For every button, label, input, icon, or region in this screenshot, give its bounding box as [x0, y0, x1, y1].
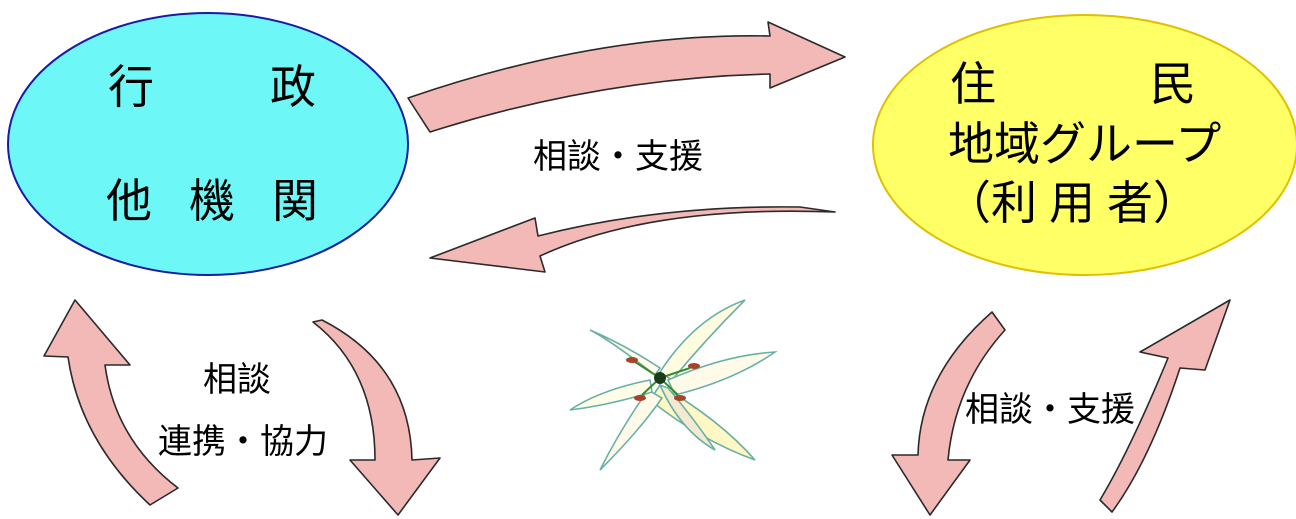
arrow-up-left: [43, 299, 179, 506]
right-node-ellipse: [872, 14, 1296, 276]
right-node-line1: 住 民: [950, 61, 1196, 107]
arrow-down-right: [891, 311, 1006, 516]
left-node-char: 他: [106, 174, 152, 228]
arrow-up-right: [1099, 299, 1231, 513]
left-edge-label-line2: 連携・協力: [158, 422, 328, 462]
right-node-char: 者）: [1107, 176, 1199, 230]
arrow-left-middle: [429, 206, 836, 273]
left-edge-label-line1: 相談: [203, 360, 271, 400]
right-node-char: 用: [1049, 176, 1095, 230]
right-node-line3: （利 用 者）: [945, 180, 1199, 226]
right-node-char: （利: [945, 176, 1037, 230]
lily-flower-icon: [569, 299, 778, 471]
left-node-line2: 他 機 関: [106, 178, 318, 224]
horizontal-edge-label: 相談・支援: [533, 137, 703, 177]
right-node-char: 民: [1150, 57, 1196, 111]
left-node-char: 関: [272, 174, 318, 228]
left-node-line1: 行 政: [108, 64, 316, 110]
arrow-down-left: [312, 319, 441, 516]
right-edge-label: 相談・支援: [965, 390, 1135, 430]
left-node-char: 行: [108, 60, 154, 114]
right-node-line2: 地域グループ: [948, 117, 1222, 171]
right-node-char: 住: [950, 57, 996, 111]
left-node-char: 機: [189, 174, 235, 228]
left-node-ellipse: [7, 12, 409, 276]
arrow-right-top: [407, 21, 846, 133]
left-node-char: 政: [270, 60, 316, 114]
